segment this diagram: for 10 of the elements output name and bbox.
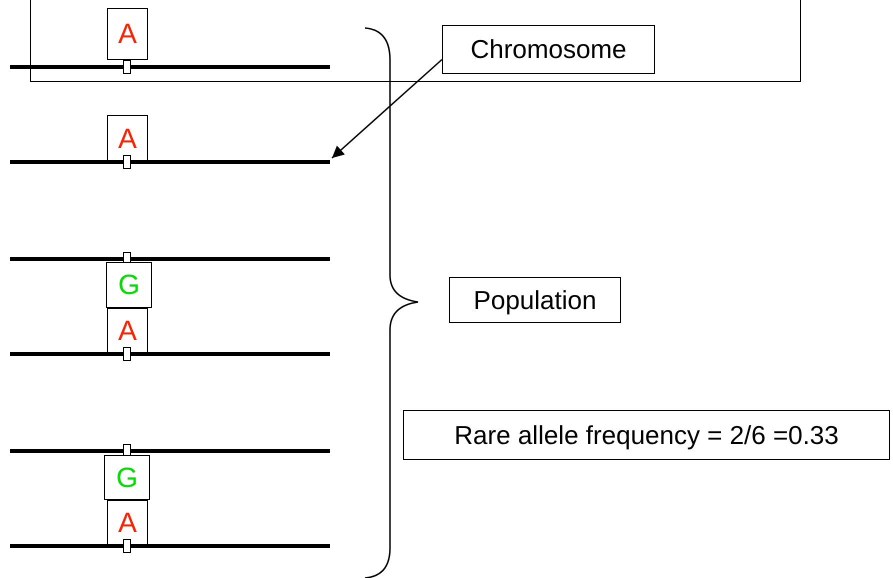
allele-box: A: [107, 308, 148, 354]
allele-box: G: [106, 262, 152, 308]
allele-box: A: [107, 115, 148, 162]
label-box: Population: [449, 277, 621, 323]
arrow: [332, 58, 442, 159]
allele-box: A: [107, 8, 148, 60]
label-box: Rare allele frequency = 2/6 =0.33: [403, 410, 890, 460]
label-box: Chromosome: [442, 25, 655, 74]
allele-box: A: [107, 500, 148, 546]
allele-box: G: [104, 455, 150, 500]
